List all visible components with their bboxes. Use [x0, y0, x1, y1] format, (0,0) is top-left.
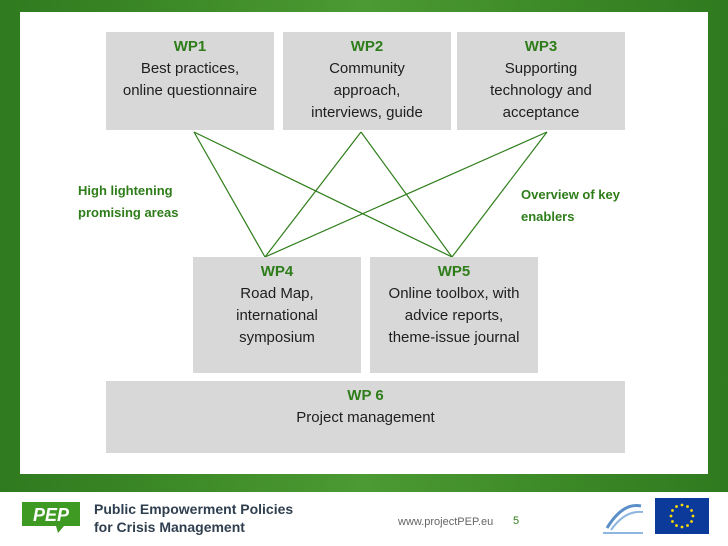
- wp3-title: WP3: [524, 38, 558, 55]
- eu-star: [686, 524, 689, 527]
- wp2-body: Community approach, interviews, guide: [311, 60, 423, 121]
- eu-star: [675, 524, 678, 527]
- footer-url[interactable]: www.projectPEP.eu: [398, 516, 494, 528]
- wp1-box: WP1 Best practices, online questionnaire: [106, 32, 274, 130]
- org-name: Public Empowerment Policies for Crisis M…: [94, 501, 294, 535]
- wp5-title: WP5: [437, 263, 471, 280]
- wp3-body: Supporting technology and acceptance: [490, 60, 592, 121]
- eu-star: [690, 509, 693, 512]
- slide-canvas: WP1 Best practices, online questionnaire…: [20, 12, 708, 474]
- eu-star: [680, 503, 684, 507]
- wp4-body: Road Map, international symposium: [236, 285, 318, 346]
- wp1-body: Best practices, online questionnaire: [122, 60, 258, 99]
- eu-star: [686, 505, 689, 508]
- fp7-logo-icon: [603, 503, 644, 534]
- wp2-box: WP2 Community approach, interviews, guid…: [283, 32, 451, 130]
- wp6-body: Project management: [296, 409, 435, 426]
- eu-star: [671, 520, 674, 523]
- eu-star: [680, 525, 684, 529]
- pep-logo-icon: PEP: [22, 502, 80, 533]
- eu-star: [691, 514, 695, 518]
- eu-star: [669, 514, 673, 518]
- link-wp1-wp5: [193, 131, 453, 258]
- wp4-title: WP4: [260, 263, 294, 280]
- eu-star: [690, 520, 693, 523]
- link-wp2-wp5: [360, 131, 453, 258]
- label-key-enablers: Overview of key enablers: [521, 187, 620, 224]
- eu-star: [675, 505, 678, 508]
- wp6-title: WP 6: [347, 387, 384, 404]
- wp5-box: WP5 Online toolbox, with advice reports,…: [370, 257, 538, 373]
- wp2-title: WP2: [350, 38, 384, 55]
- wp6-box: WP 6 Project management: [106, 381, 625, 453]
- wp4-box: WP4 Road Map, international symposium: [193, 257, 361, 373]
- link-wp2-wp4: [264, 131, 362, 258]
- page-number: 5: [513, 515, 520, 527]
- link-wp1-wp4: [193, 131, 266, 258]
- wp5-body: Online toolbox, with advice reports, the…: [388, 285, 520, 346]
- footer: PEP Public Empowerment Policies for Cris…: [0, 492, 728, 546]
- eu-flag-icon: [655, 498, 709, 534]
- wp1-title: WP1: [173, 38, 207, 55]
- eu-star: [671, 509, 674, 512]
- pep-logo-text: PEP: [33, 505, 70, 525]
- wp3-box: WP3 Supporting technology and acceptance: [457, 32, 625, 130]
- link-wp3-wp4: [264, 131, 548, 258]
- label-promising-areas: High lightening promising areas: [78, 183, 179, 220]
